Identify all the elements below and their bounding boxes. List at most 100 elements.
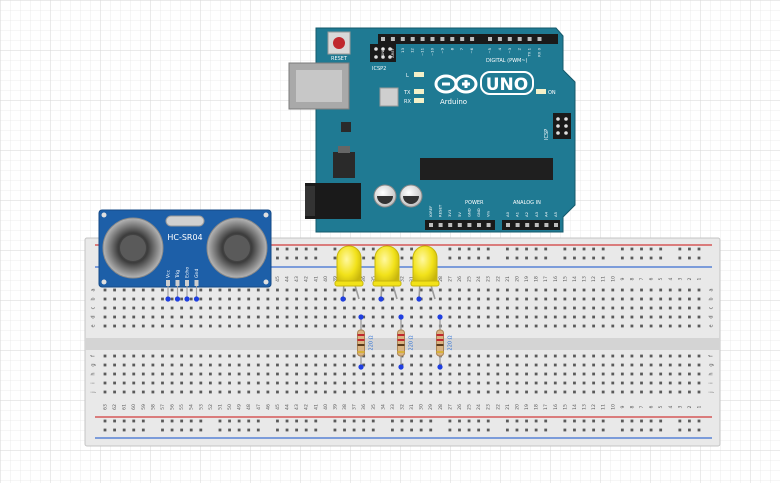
breadboard-hole[interactable]: [295, 363, 299, 367]
breadboard-hole[interactable]: [630, 354, 634, 358]
breadboard-hole[interactable]: [208, 372, 212, 376]
breadboard-hole[interactable]: [323, 306, 327, 310]
breadboard-hole[interactable]: [410, 372, 413, 376]
breadboard-hole[interactable]: [266, 297, 270, 301]
rail-hole[interactable]: [458, 419, 461, 423]
breadboard-hole[interactable]: [525, 288, 528, 292]
breadboard-hole[interactable]: [620, 297, 624, 301]
breadboard-hole[interactable]: [649, 306, 653, 310]
rail-hole[interactable]: [352, 428, 356, 432]
breadboard-hole[interactable]: [371, 354, 375, 358]
rail-hole[interactable]: [477, 247, 481, 251]
rail-hole[interactable]: [285, 428, 289, 432]
breadboard-hole[interactable]: [266, 315, 270, 319]
breadboard-hole[interactable]: [151, 324, 155, 328]
rail-hole[interactable]: [333, 428, 337, 432]
breadboard-hole[interactable]: [161, 381, 164, 385]
rail-hole[interactable]: [582, 419, 586, 423]
rail-hole[interactable]: [295, 419, 299, 423]
breadboard-hole[interactable]: [103, 315, 107, 319]
breadboard-hole[interactable]: [285, 372, 289, 376]
rail-hole[interactable]: [592, 256, 596, 260]
breadboard-hole[interactable]: [276, 297, 279, 301]
breadboard-hole[interactable]: [553, 324, 557, 328]
breadboard-hole[interactable]: [496, 324, 500, 328]
breadboard-hole[interactable]: [141, 372, 145, 376]
breadboard-hole[interactable]: [295, 390, 299, 394]
breadboard-hole[interactable]: [170, 354, 174, 358]
breadboard-hole[interactable]: [640, 381, 643, 385]
breadboard-hole[interactable]: [323, 288, 327, 292]
rail-hole[interactable]: [620, 428, 624, 432]
breadboard-hole[interactable]: [132, 288, 136, 292]
resistor-body[interactable]: [357, 329, 365, 357]
breadboard-hole[interactable]: [247, 288, 251, 292]
breadboard-hole[interactable]: [391, 381, 394, 385]
breadboard-hole[interactable]: [697, 297, 701, 301]
breadboard-hole[interactable]: [467, 306, 471, 310]
breadboard-hole[interactable]: [486, 297, 490, 301]
breadboard-hole[interactable]: [266, 381, 270, 385]
breadboard-hole[interactable]: [285, 354, 289, 358]
breadboard-hole[interactable]: [640, 354, 643, 358]
sensor-pin-end[interactable]: [184, 296, 190, 302]
breadboard-hole[interactable]: [697, 288, 701, 292]
breadboard-hole[interactable]: [563, 297, 567, 301]
rail-hole[interactable]: [697, 247, 701, 251]
breadboard-hole[interactable]: [352, 288, 356, 292]
breadboard-hole[interactable]: [448, 354, 452, 358]
breadboard-hole[interactable]: [534, 381, 538, 385]
breadboard-hole[interactable]: [611, 381, 615, 385]
breadboard-hole[interactable]: [515, 288, 519, 292]
rail-hole[interactable]: [563, 428, 567, 432]
analog-pin[interactable]: [534, 223, 539, 227]
breadboard-hole[interactable]: [486, 288, 490, 292]
breadboard-hole[interactable]: [103, 288, 107, 292]
breadboard-hole[interactable]: [688, 288, 691, 292]
breadboard-hole[interactable]: [122, 315, 126, 319]
breadboard-hole[interactable]: [649, 363, 653, 367]
breadboard-hole[interactable]: [180, 372, 184, 376]
breadboard-hole[interactable]: [323, 324, 327, 328]
breadboard-hole[interactable]: [438, 372, 442, 376]
breadboard-hole[interactable]: [343, 306, 346, 310]
rail-hole[interactable]: [467, 419, 471, 423]
breadboard-hole[interactable]: [256, 324, 260, 328]
rail-hole[interactable]: [362, 419, 366, 423]
breadboard-hole[interactable]: [448, 363, 452, 367]
rail-hole[interactable]: [505, 419, 509, 423]
breadboard-hole[interactable]: [247, 297, 251, 301]
header-pin[interactable]: [381, 37, 385, 41]
breadboard-hole[interactable]: [553, 315, 557, 319]
breadboard-hole[interactable]: [391, 324, 394, 328]
breadboard-hole[interactable]: [304, 324, 308, 328]
rail-hole[interactable]: [180, 419, 184, 423]
breadboard-hole[interactable]: [640, 315, 643, 319]
breadboard-hole[interactable]: [400, 372, 404, 376]
breadboard-hole[interactable]: [333, 315, 337, 319]
breadboard-hole[interactable]: [362, 315, 366, 319]
header-pin[interactable]: [450, 37, 455, 41]
breadboard-hole[interactable]: [276, 306, 279, 310]
breadboard-hole[interactable]: [553, 354, 557, 358]
breadboard-hole[interactable]: [371, 324, 375, 328]
breadboard-hole[interactable]: [228, 363, 231, 367]
breadboard-hole[interactable]: [620, 288, 624, 292]
resistor-3[interactable]: 220 Ω: [436, 314, 454, 370]
breadboard-hole[interactable]: [601, 390, 605, 394]
rail-hole[interactable]: [391, 428, 394, 432]
breadboard-hole[interactable]: [544, 288, 548, 292]
breadboard-hole[interactable]: [247, 315, 251, 319]
breadboard-hole[interactable]: [103, 363, 107, 367]
breadboard-hole[interactable]: [419, 390, 423, 394]
breadboard-hole[interactable]: [659, 363, 663, 367]
rail-hole[interactable]: [371, 247, 375, 251]
breadboard-hole[interactable]: [611, 363, 615, 367]
breadboard-hole[interactable]: [668, 372, 672, 376]
breadboard-hole[interactable]: [304, 354, 308, 358]
breadboard-hole[interactable]: [199, 363, 203, 367]
breadboard-hole[interactable]: [601, 354, 605, 358]
rail-hole[interactable]: [515, 419, 519, 423]
breadboard-hole[interactable]: [333, 381, 337, 385]
breadboard-hole[interactable]: [161, 363, 164, 367]
